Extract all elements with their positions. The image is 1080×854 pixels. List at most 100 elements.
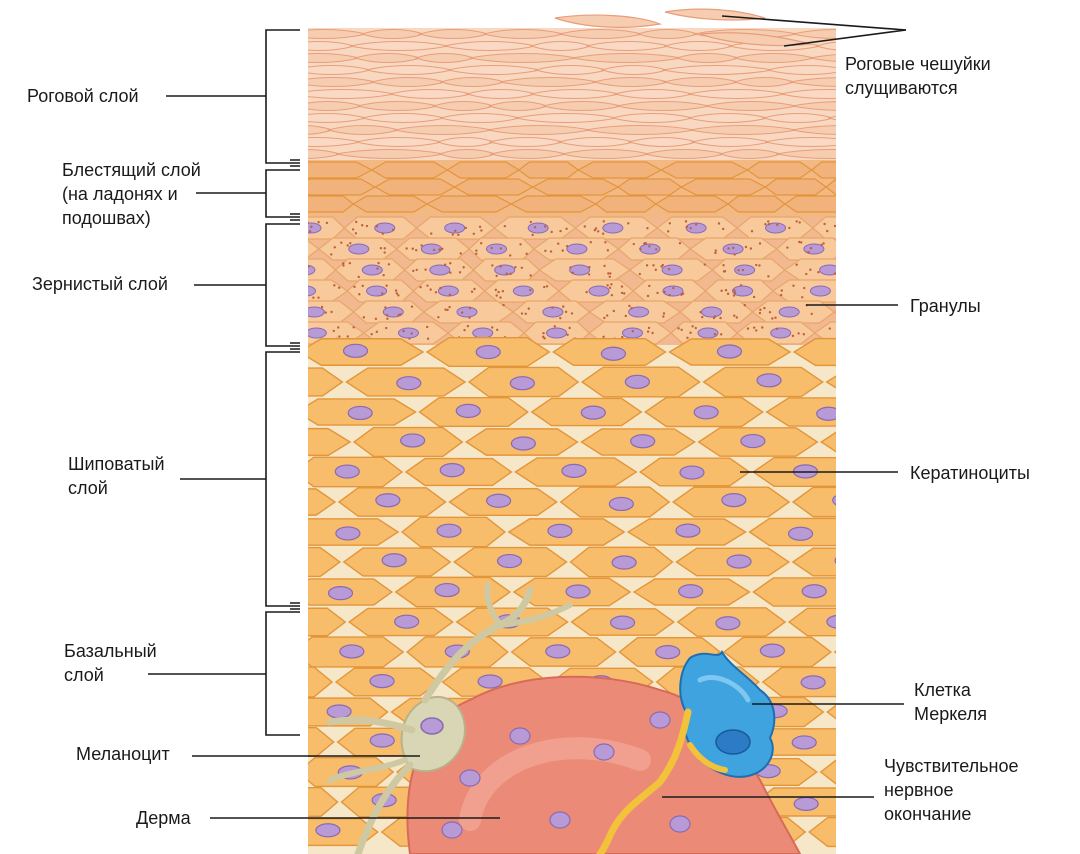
granule-dot <box>269 294 271 296</box>
granule-dot <box>823 223 825 225</box>
granule-dot <box>317 221 319 223</box>
granule-dot <box>530 274 532 276</box>
granule-dot <box>299 304 301 306</box>
lucidum-cell <box>578 162 661 178</box>
granule-dot <box>435 291 437 293</box>
granule-dot <box>449 272 451 274</box>
granule-dot <box>840 233 842 235</box>
granule-dot <box>384 306 386 308</box>
cell-nucleus <box>316 824 340 837</box>
cell-nucleus <box>839 223 859 233</box>
granule-dot <box>514 266 516 268</box>
cell-nucleus <box>612 556 636 569</box>
cell-nucleus <box>478 675 502 688</box>
granule-dot <box>342 264 344 266</box>
granule-dot <box>753 296 755 298</box>
granule-dot <box>420 244 422 246</box>
granule-dot <box>781 289 783 291</box>
granule-dot <box>820 244 822 246</box>
granule-dot <box>859 272 861 274</box>
granule-dot <box>878 246 880 248</box>
dermis-nucleus <box>594 744 614 760</box>
granule-dot <box>544 250 546 252</box>
cell-nucleus <box>395 615 419 628</box>
granule-dot <box>270 252 272 254</box>
granule-dot <box>444 263 446 265</box>
granule-dot <box>686 337 688 339</box>
granule-dot <box>566 334 568 336</box>
granule-dot <box>305 307 307 309</box>
granule-dot <box>836 284 838 286</box>
cell-nucleus <box>327 705 351 718</box>
granule-dot <box>307 265 309 267</box>
granule-dot <box>734 292 736 294</box>
skin-tissue <box>228 28 968 854</box>
granule-dot <box>585 291 587 293</box>
cell-nucleus <box>295 265 315 275</box>
granule-dot <box>613 310 615 312</box>
granule-dot <box>525 253 527 255</box>
cell-nucleus <box>362 265 382 275</box>
cell-nucleus <box>846 824 870 837</box>
granule-dot <box>863 226 865 228</box>
keratinocyte-cell <box>793 548 906 576</box>
granule-dot <box>377 262 379 264</box>
cell-nucleus <box>835 554 859 567</box>
granule-dot <box>473 233 475 235</box>
granule-dot <box>660 265 662 267</box>
granule-dot <box>845 335 847 337</box>
granule-dot <box>358 293 360 295</box>
granule-dot <box>851 233 853 235</box>
granule-dot <box>836 222 838 224</box>
lucidum-cell <box>812 162 868 178</box>
granule-dot <box>282 243 284 245</box>
keratinocyte-cell <box>230 489 335 515</box>
granule-dot <box>306 221 308 223</box>
granule-dot <box>333 330 335 332</box>
granule-dot <box>361 224 363 226</box>
granule-dot <box>415 249 417 251</box>
granule-dot <box>569 266 571 268</box>
granule-dot <box>495 294 497 296</box>
granule-dot <box>801 296 803 298</box>
granule-dot <box>565 311 567 313</box>
granule-dot <box>499 265 501 267</box>
granule-dot <box>337 326 339 328</box>
granule-dot <box>805 273 807 275</box>
granule-dot <box>753 326 755 328</box>
cell-nucleus <box>279 377 303 390</box>
granule-dot <box>610 283 612 285</box>
granule-dot <box>291 254 293 256</box>
granulosum-cell <box>259 280 347 302</box>
lucidum-cell <box>298 196 354 212</box>
cell-nucleus <box>456 404 480 417</box>
cell-nucleus <box>370 734 394 747</box>
cell-nucleus <box>296 286 316 296</box>
granule-dot <box>376 267 378 269</box>
granule-dot <box>798 221 800 223</box>
cell-nucleus <box>457 307 477 317</box>
cell-nucleus <box>398 328 418 338</box>
granule-dot <box>639 248 641 250</box>
granule-dot <box>607 249 609 251</box>
granule-dot <box>525 313 527 315</box>
granule-dot <box>283 243 285 245</box>
label-dermis: Дерма <box>136 806 191 830</box>
granule-dot <box>465 227 467 229</box>
lucidum-cell <box>353 196 427 212</box>
granule-dot <box>761 326 763 328</box>
granule-dot <box>609 287 611 289</box>
granule-dot <box>795 220 797 222</box>
cell-nucleus <box>820 265 840 275</box>
granule-dot <box>468 316 470 318</box>
granule-dot <box>559 317 561 319</box>
keratinocyte-cell <box>238 728 334 757</box>
lucidum-cell <box>765 179 826 195</box>
granule-dot <box>647 295 649 297</box>
granule-dot <box>648 327 650 329</box>
granule-dot <box>786 246 788 248</box>
granule-dot <box>542 332 544 334</box>
keratinocyte-cell <box>228 429 350 456</box>
granule-dot <box>648 245 650 247</box>
granule-dot <box>274 275 276 277</box>
